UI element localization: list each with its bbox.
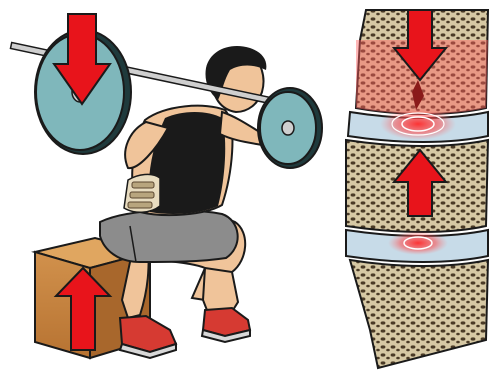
shorts xyxy=(100,210,238,262)
sneakers xyxy=(120,308,250,358)
lumbar-spine-overlay xyxy=(124,174,160,212)
athlete-head xyxy=(206,46,267,112)
